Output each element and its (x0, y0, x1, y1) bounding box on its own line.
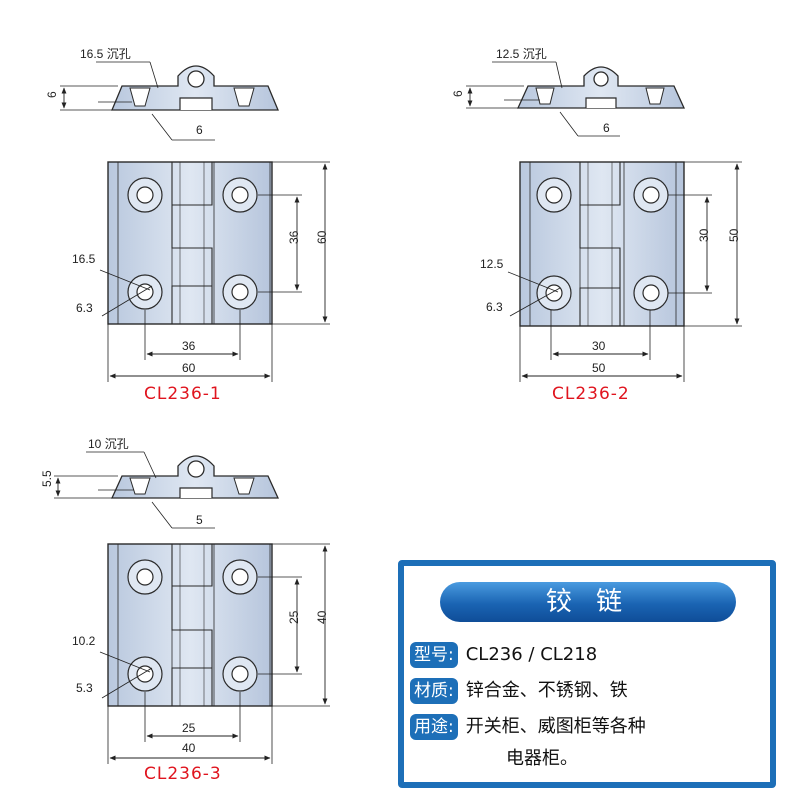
usage-value-line2: 电器柜。 (506, 748, 578, 769)
product-title: 铰 链 (440, 582, 736, 622)
hinge-3-bottom-spacing: 25 (182, 721, 196, 735)
hinge-2-bottom-spacing: 30 (592, 339, 606, 353)
hinge-1-sink-label: 16.5 沉孔 (80, 47, 131, 61)
hinge-1-knuckle-gap: 6 (196, 123, 203, 137)
hinge-1-height: 60 (315, 230, 329, 244)
material-row: 材质: 锌合金、不锈钢、铁 (410, 678, 628, 708)
hinge-1-counterbore-dia: 16.5 (72, 252, 96, 266)
usage-label: 用途: (410, 714, 458, 740)
hinge-1-thickness: 6 (45, 91, 59, 98)
hinge-1-bottom-spacing: 36 (182, 339, 196, 353)
hinge-2-sink-label: 12.5 沉孔 (496, 47, 547, 61)
hinge-1-hole-dia: 6.3 (76, 301, 93, 315)
hinge-3-width: 40 (182, 741, 196, 755)
hinge-3-side-profile (54, 451, 280, 529)
hinge-1-hole-spacing: 36 (287, 230, 301, 244)
hinge-1-front-view (99, 161, 330, 382)
hinge-3-thickness: 5.5 (40, 470, 54, 487)
hinge-3-model: CL236-3 (144, 764, 222, 784)
usage-value-line1: 开关柜、威图柜等各种 (465, 716, 646, 737)
hinge-2-model: CL236-2 (552, 384, 630, 404)
hinge-3-height: 40 (315, 610, 329, 624)
hinge-1-model: CL236-1 (144, 384, 222, 404)
hinge-1-side-profile (60, 61, 279, 141)
hinge-2-height: 50 (727, 228, 741, 242)
model-value: CL236 / CL218 (465, 644, 598, 665)
hinge-2-counterbore-dia: 12.5 (480, 257, 504, 271)
material-value: 锌合金、不锈钢、铁 (465, 680, 628, 701)
hinge-cl236-1: 16.5 沉孔 6 6 (45, 47, 330, 404)
hinge-1-width: 60 (182, 361, 196, 375)
usage-row: 用途: 开关柜、威图柜等各种 (410, 714, 646, 744)
hinge-2-front-view (507, 161, 742, 382)
hinge-cl236-2: 12.5 沉孔 6 6 (451, 47, 742, 404)
hinge-2-width: 50 (592, 361, 606, 375)
hinge-2-hole-spacing: 30 (697, 228, 711, 242)
hinge-3-sink-label: 10 沉孔 (88, 437, 129, 451)
hinge-3-front-view (99, 543, 330, 764)
model-label: 型号: (410, 642, 458, 668)
hinge-2-side-profile (466, 61, 686, 137)
hinge-3-hole-dia: 5.3 (76, 681, 93, 695)
hinge-2-hole-dia: 6.3 (486, 300, 503, 314)
hinge-3-hole-spacing: 25 (287, 610, 301, 624)
hinge-2-knuckle-gap: 6 (603, 121, 610, 135)
model-row: 型号: CL236 / CL218 (410, 642, 597, 672)
hinge-cl236-3: 10 沉孔 5.5 5 (40, 437, 330, 784)
hinge-3-knuckle-gap: 5 (196, 513, 203, 527)
hinge-2-thickness: 6 (451, 90, 465, 97)
hinge-3-counterbore-dia: 10.2 (72, 634, 96, 648)
product-info-card: 铰 链 型号: CL236 / CL218 材质: 锌合金、不锈钢、铁 用途: … (398, 560, 776, 788)
material-label: 材质: (410, 678, 458, 704)
